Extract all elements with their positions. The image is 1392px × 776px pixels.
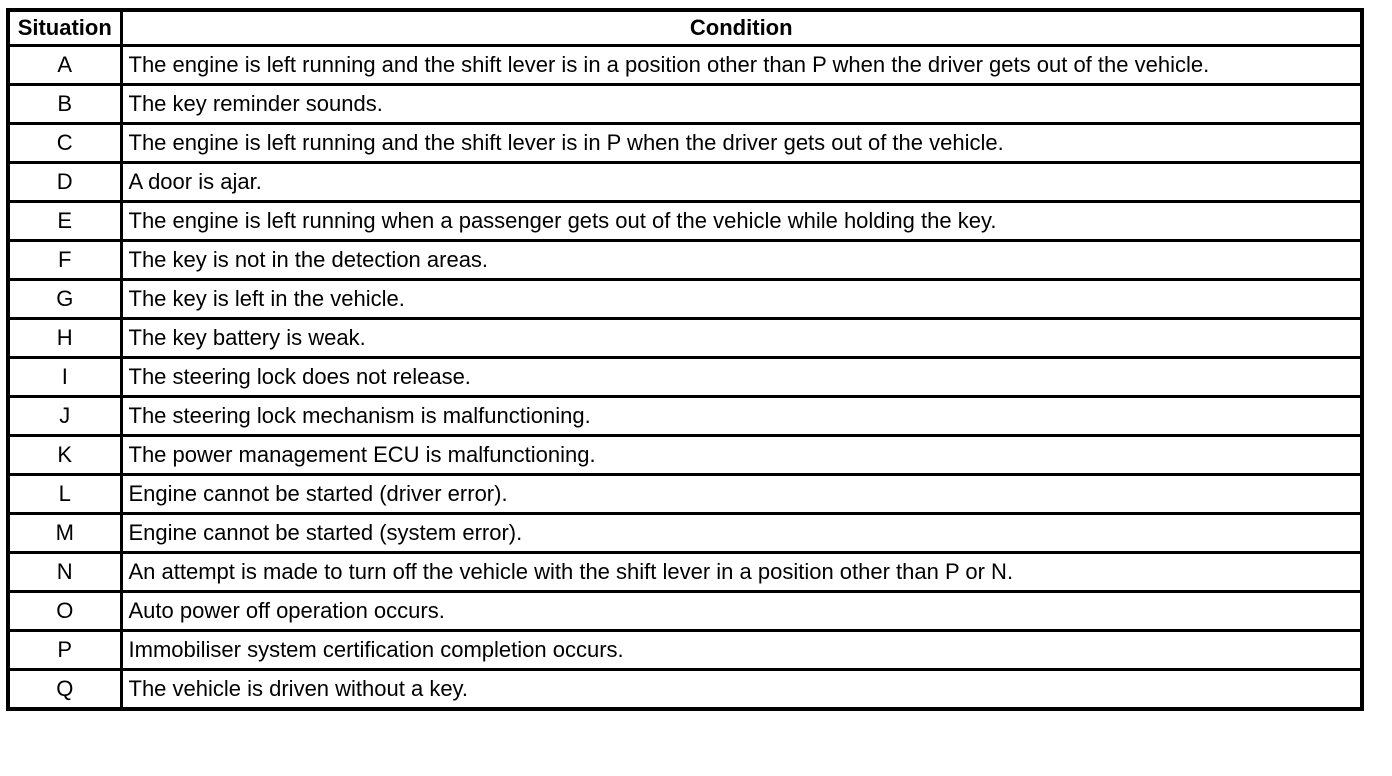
situation-cell: B	[6, 83, 123, 125]
table-row: L Engine cannot be started (driver error…	[6, 473, 1364, 515]
situation-cell: D	[6, 161, 123, 203]
table-row: I The steering lock does not release.	[6, 356, 1364, 398]
table-row: N An attempt is made to turn off the veh…	[6, 551, 1364, 593]
table-header-row: Situation Condition	[6, 8, 1364, 47]
table-row: J The steering lock mechanism is malfunc…	[6, 395, 1364, 437]
situation-cell: M	[6, 512, 123, 554]
situation-cell: E	[6, 200, 123, 242]
condition-cell: The engine is left running and the shift…	[119, 44, 1364, 86]
condition-cell: An attempt is made to turn off the vehic…	[119, 551, 1364, 593]
condition-cell: The power management ECU is malfunctioni…	[119, 434, 1364, 476]
situation-cell: J	[6, 395, 123, 437]
situation-cell: I	[6, 356, 123, 398]
condition-cell: The vehicle is driven without a key.	[119, 668, 1364, 711]
situation-cell: H	[6, 317, 123, 359]
condition-cell: A door is ajar.	[119, 161, 1364, 203]
condition-cell: The engine is left running and the shift…	[119, 122, 1364, 164]
condition-cell: Engine cannot be started (system error).	[119, 512, 1364, 554]
condition-cell: Engine cannot be started (driver error).	[119, 473, 1364, 515]
condition-cell: The key battery is weak.	[119, 317, 1364, 359]
situation-cell: K	[6, 434, 123, 476]
table-row: C The engine is left running and the shi…	[6, 122, 1364, 164]
situation-cell: G	[6, 278, 123, 320]
table-row: Q The vehicle is driven without a key.	[6, 668, 1364, 711]
table-row: G The key is left in the vehicle.	[6, 278, 1364, 320]
condition-cell: The engine is left running when a passen…	[119, 200, 1364, 242]
table-row: D A door is ajar.	[6, 161, 1364, 203]
table-row: F The key is not in the detection areas.	[6, 239, 1364, 281]
situation-cell: L	[6, 473, 123, 515]
situation-cell: C	[6, 122, 123, 164]
situation-cell: A	[6, 44, 123, 86]
situation-cell: N	[6, 551, 123, 593]
situation-column-header: Situation	[6, 8, 123, 47]
situation-cell: O	[6, 590, 123, 632]
table-row: E The engine is left running when a pass…	[6, 200, 1364, 242]
condition-cell: The key is not in the detection areas.	[119, 239, 1364, 281]
situation-cell: F	[6, 239, 123, 281]
table-row: M Engine cannot be started (system error…	[6, 512, 1364, 554]
table-row: A The engine is left running and the shi…	[6, 44, 1364, 86]
table-row: H The key battery is weak.	[6, 317, 1364, 359]
situation-condition-table: Situation Condition A The engine is left…	[6, 8, 1364, 711]
situation-cell: Q	[6, 668, 123, 711]
table-row: K The power management ECU is malfunctio…	[6, 434, 1364, 476]
situation-cell: P	[6, 629, 123, 671]
table-row: B The key reminder sounds.	[6, 83, 1364, 125]
table-row: P Immobiliser system certification compl…	[6, 629, 1364, 671]
condition-cell: Auto power off operation occurs.	[119, 590, 1364, 632]
condition-cell: The key reminder sounds.	[119, 83, 1364, 125]
condition-cell: The steering lock does not release.	[119, 356, 1364, 398]
condition-cell: The key is left in the vehicle.	[119, 278, 1364, 320]
condition-cell: The steering lock mechanism is malfuncti…	[119, 395, 1364, 437]
table-row: O Auto power off operation occurs.	[6, 590, 1364, 632]
condition-cell: Immobiliser system certification complet…	[119, 629, 1364, 671]
condition-column-header: Condition	[119, 8, 1364, 47]
